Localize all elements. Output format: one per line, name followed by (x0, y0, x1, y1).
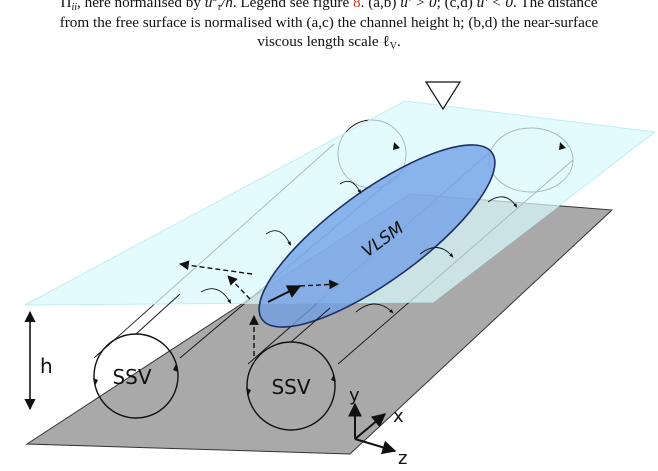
pi-symbol: Π (60, 0, 72, 11)
caption-text: . (a,b) (360, 0, 401, 11)
caption-line-3: viscous length scale ℓV. (0, 32, 658, 52)
caption-math: u′ < 0 (476, 0, 514, 11)
height-indicator: h (24, 310, 53, 411)
axis-z-label: z (398, 448, 407, 469)
cylinder-edge (290, 307, 331, 343)
pi-subscript: ii (71, 2, 77, 13)
caption-line-1: Πii, here normalised by u3τ/h. Legend se… (0, 0, 658, 13)
figure-caption: Πii, here normalised by u3τ/h. Legend se… (0, 0, 658, 64)
caption-text: viscous length scale ℓ (257, 33, 390, 50)
swirl-arc (200, 288, 232, 304)
swirl-arc (419, 247, 454, 258)
ssv-far-circle-arrows (393, 142, 566, 150)
swirl-arc (265, 230, 292, 247)
free-surface-plane (24, 100, 657, 306)
vlsm-solid-arrow (267, 285, 302, 303)
dashed-arrow-left (179, 260, 253, 275)
caption-line-2: from the free surface is normalised with… (59, 13, 599, 31)
caption-math: u′ > 0 (400, 0, 437, 11)
swirl-arc (339, 180, 362, 195)
free-surface-triangle-icon (424, 81, 462, 111)
caption-text: ; (c,d) (436, 0, 477, 11)
caption-text: . (396, 33, 401, 50)
caption-math: u (204, 0, 213, 11)
dashed-arrow-right (299, 279, 339, 290)
height-label: h (40, 354, 53, 378)
figure-reference-link[interactable]: 8 (353, 0, 361, 11)
caption-math: τ (217, 2, 221, 13)
vlsm-ellipse (258, 144, 496, 328)
ssv-right-label: SSV (271, 375, 310, 399)
caption-text: . The distance (513, 0, 598, 11)
cylinder-edge (135, 293, 181, 335)
swirl-arc (355, 303, 394, 314)
schematic-figure: VLSM SSV SSV h (24, 81, 657, 469)
ssv-left-label: SSV (112, 365, 151, 389)
coordinate-axes: y x z (348, 385, 407, 469)
swirl-arc (487, 196, 518, 208)
dashed-arrow-upleft (227, 275, 251, 300)
caption-text: . Legend see figure (232, 0, 353, 11)
caption-text: , here normalised by (77, 0, 205, 11)
axis-y-label: y (349, 385, 360, 406)
axis-x-label: x (393, 406, 404, 427)
caption-math: 3 (212, 0, 217, 4)
caption-math: /h (220, 0, 233, 11)
caption-math: V (389, 41, 397, 52)
